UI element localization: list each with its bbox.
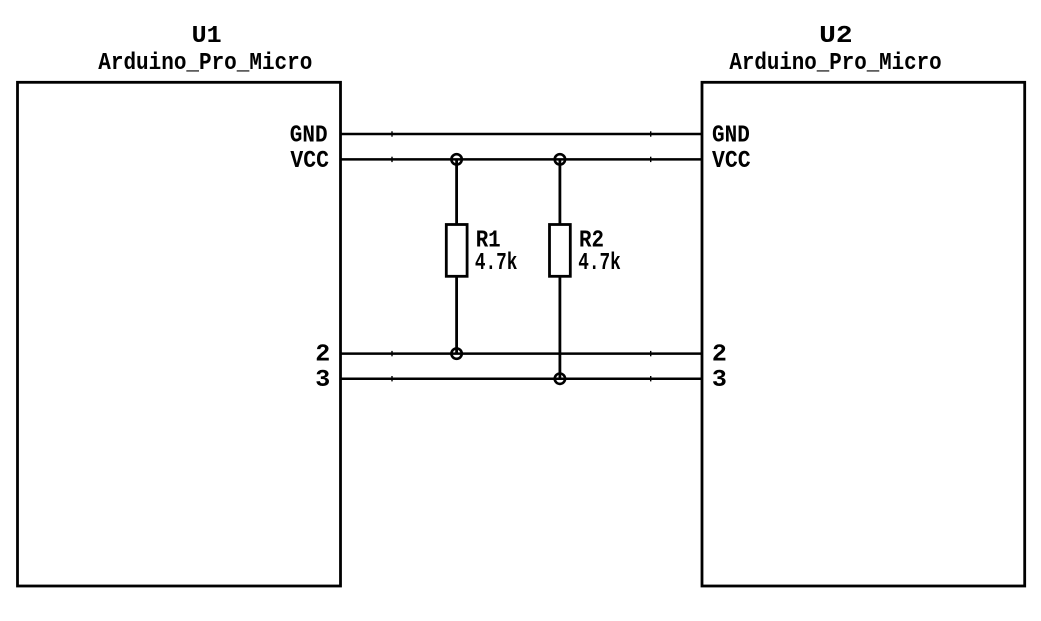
svg-text:Arduino_Pro_Micro: Arduino_Pro_Micro xyxy=(98,50,312,77)
svg-text:U1: U1 xyxy=(192,23,222,50)
svg-text:VCC: VCC xyxy=(712,148,751,175)
svg-text:Arduino_Pro_Micro: Arduino_Pro_Micro xyxy=(729,50,941,77)
svg-text:2: 2 xyxy=(712,342,727,369)
svg-text:R2: R2 xyxy=(579,227,604,254)
svg-text:R1: R1 xyxy=(476,227,501,254)
svg-text:4.7k: 4.7k xyxy=(578,250,621,277)
svg-text:3: 3 xyxy=(712,367,727,394)
svg-text:VCC: VCC xyxy=(290,148,329,175)
svg-text:GND: GND xyxy=(712,123,750,150)
svg-text:U2: U2 xyxy=(819,23,853,50)
svg-text:4.7k: 4.7k xyxy=(475,250,518,277)
svg-text:3: 3 xyxy=(315,367,330,394)
svg-text:GND: GND xyxy=(290,123,328,150)
svg-text:2: 2 xyxy=(315,342,330,369)
